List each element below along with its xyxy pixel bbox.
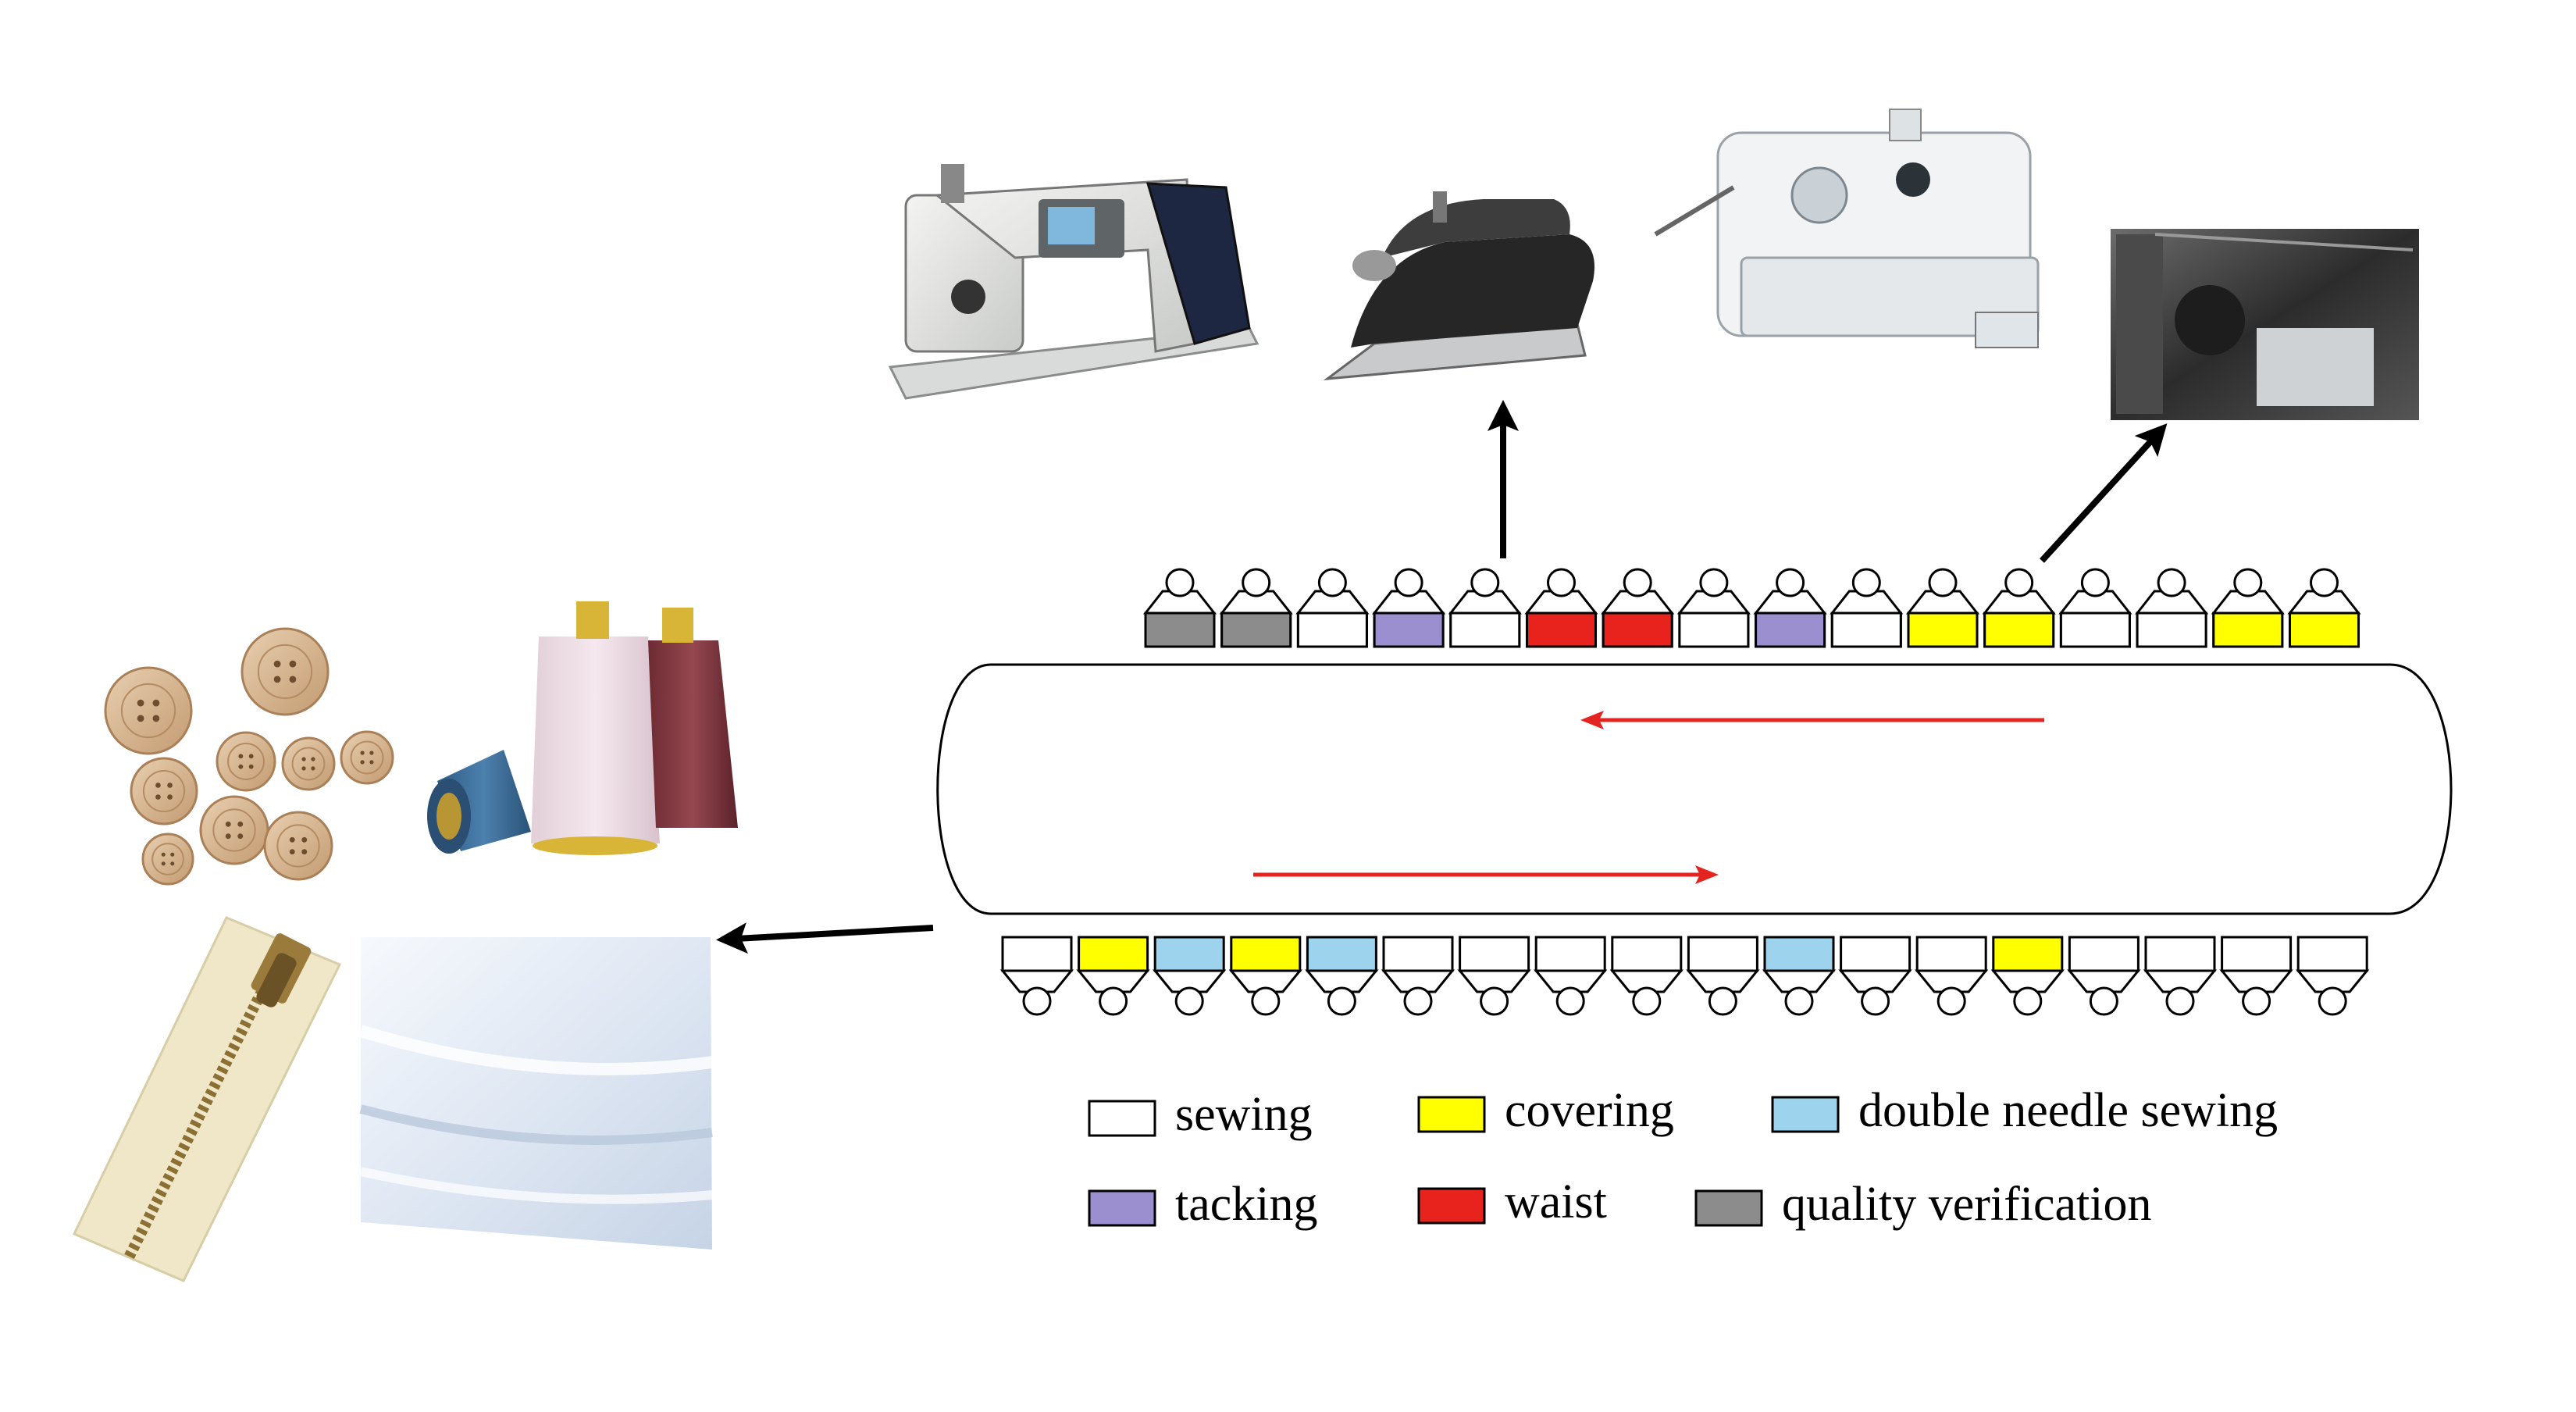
legend-item-tacking: tacking xyxy=(1088,1178,1318,1231)
steam-iron-picture xyxy=(1323,191,1594,380)
top-station-sewing xyxy=(2058,568,2132,648)
bottom-station-covering xyxy=(1990,936,2065,1016)
thread-cones-picture xyxy=(427,601,738,855)
top-station-quality_verification xyxy=(1142,568,1217,648)
legend-item-waist: waist xyxy=(1417,1175,1607,1228)
bottom-station-sewing xyxy=(999,936,1074,1016)
bottom-station-double_needle_sewing xyxy=(1762,936,1837,1016)
top-station-covering xyxy=(1982,568,2056,648)
conveyor-loop xyxy=(936,663,2453,915)
button-6 xyxy=(130,757,198,825)
top-workstations xyxy=(1142,568,2361,648)
bottom-station-sewing xyxy=(1915,936,1989,1016)
legend-label-quality_verification: quality verification xyxy=(1782,1178,2151,1231)
fabric-picture xyxy=(358,937,714,1250)
top-station-sewing xyxy=(1830,568,1904,648)
top-station-covering xyxy=(1905,568,1980,648)
pointer-arrow-to-materials xyxy=(716,922,934,954)
legend-item-sewing: sewing xyxy=(1088,1088,1313,1141)
bottom-station-double_needle_sewing xyxy=(1153,936,1227,1016)
top-station-covering xyxy=(2287,568,2361,648)
button-1 xyxy=(104,666,193,755)
legend-label-double_needle_sewing: double needle sewing xyxy=(1858,1084,2278,1137)
bottom-station-sewing xyxy=(2067,936,2141,1016)
top-station-sewing xyxy=(1295,568,1370,648)
top-station-sewing xyxy=(1676,568,1751,648)
buttons-picture xyxy=(104,627,394,886)
top-station-tacking xyxy=(1372,568,1446,648)
bottom-station-sewing xyxy=(1609,936,1683,1016)
legend-label-covering: covering xyxy=(1505,1084,1674,1137)
legend-item-double_needle_sewing: double needle sewing xyxy=(1771,1084,2278,1137)
bottom-station-sewing xyxy=(1457,936,1531,1016)
legend-label-sewing: sewing xyxy=(1175,1088,1313,1141)
bottom-station-sewing xyxy=(2296,936,2370,1016)
button-8 xyxy=(263,811,333,881)
legend-item-covering: covering xyxy=(1417,1084,1674,1137)
bottom-station-sewing xyxy=(1381,936,1455,1016)
zipper-picture xyxy=(72,916,342,1282)
top-station-sewing xyxy=(1448,568,1522,648)
bottom-station-covering xyxy=(1076,936,1150,1016)
top-station-waist xyxy=(1601,568,1675,648)
button-7 xyxy=(199,795,269,865)
button-5 xyxy=(340,730,394,785)
legend-item-quality_verification: quality verification xyxy=(1694,1178,2151,1231)
button-3 xyxy=(216,731,276,792)
legend-label-waist: waist xyxy=(1505,1175,1607,1228)
pointer-arrow-to-workshop xyxy=(2040,423,2168,563)
bottom-station-double_needle_sewing xyxy=(1305,936,1379,1016)
bottom-station-sewing xyxy=(1838,936,1912,1016)
button-4 xyxy=(281,736,336,791)
button-9 xyxy=(141,833,194,886)
bottom-station-covering xyxy=(1228,936,1302,1016)
bottom-station-sewing xyxy=(2219,936,2293,1016)
top-station-quality_verification xyxy=(1219,568,1293,648)
button-2 xyxy=(240,627,330,716)
bottom-station-sewing xyxy=(1686,936,1760,1016)
bottom-station-sewing xyxy=(2143,936,2218,1016)
sewing-machine-picture xyxy=(888,164,1259,400)
top-station-sewing xyxy=(2135,568,2209,648)
bottom-workstations xyxy=(999,936,2370,1016)
workshop-photo xyxy=(2111,229,2419,420)
top-station-waist xyxy=(1524,568,1598,648)
legend-label-tacking: tacking xyxy=(1175,1178,1318,1231)
legend: sewing covering double needle sewing tackin… xyxy=(1088,1084,2278,1231)
bartack-machine-picture xyxy=(1654,109,2040,348)
top-station-tacking xyxy=(1753,568,1827,648)
top-station-covering xyxy=(2211,568,2285,648)
bottom-station-sewing xyxy=(1534,936,1608,1016)
